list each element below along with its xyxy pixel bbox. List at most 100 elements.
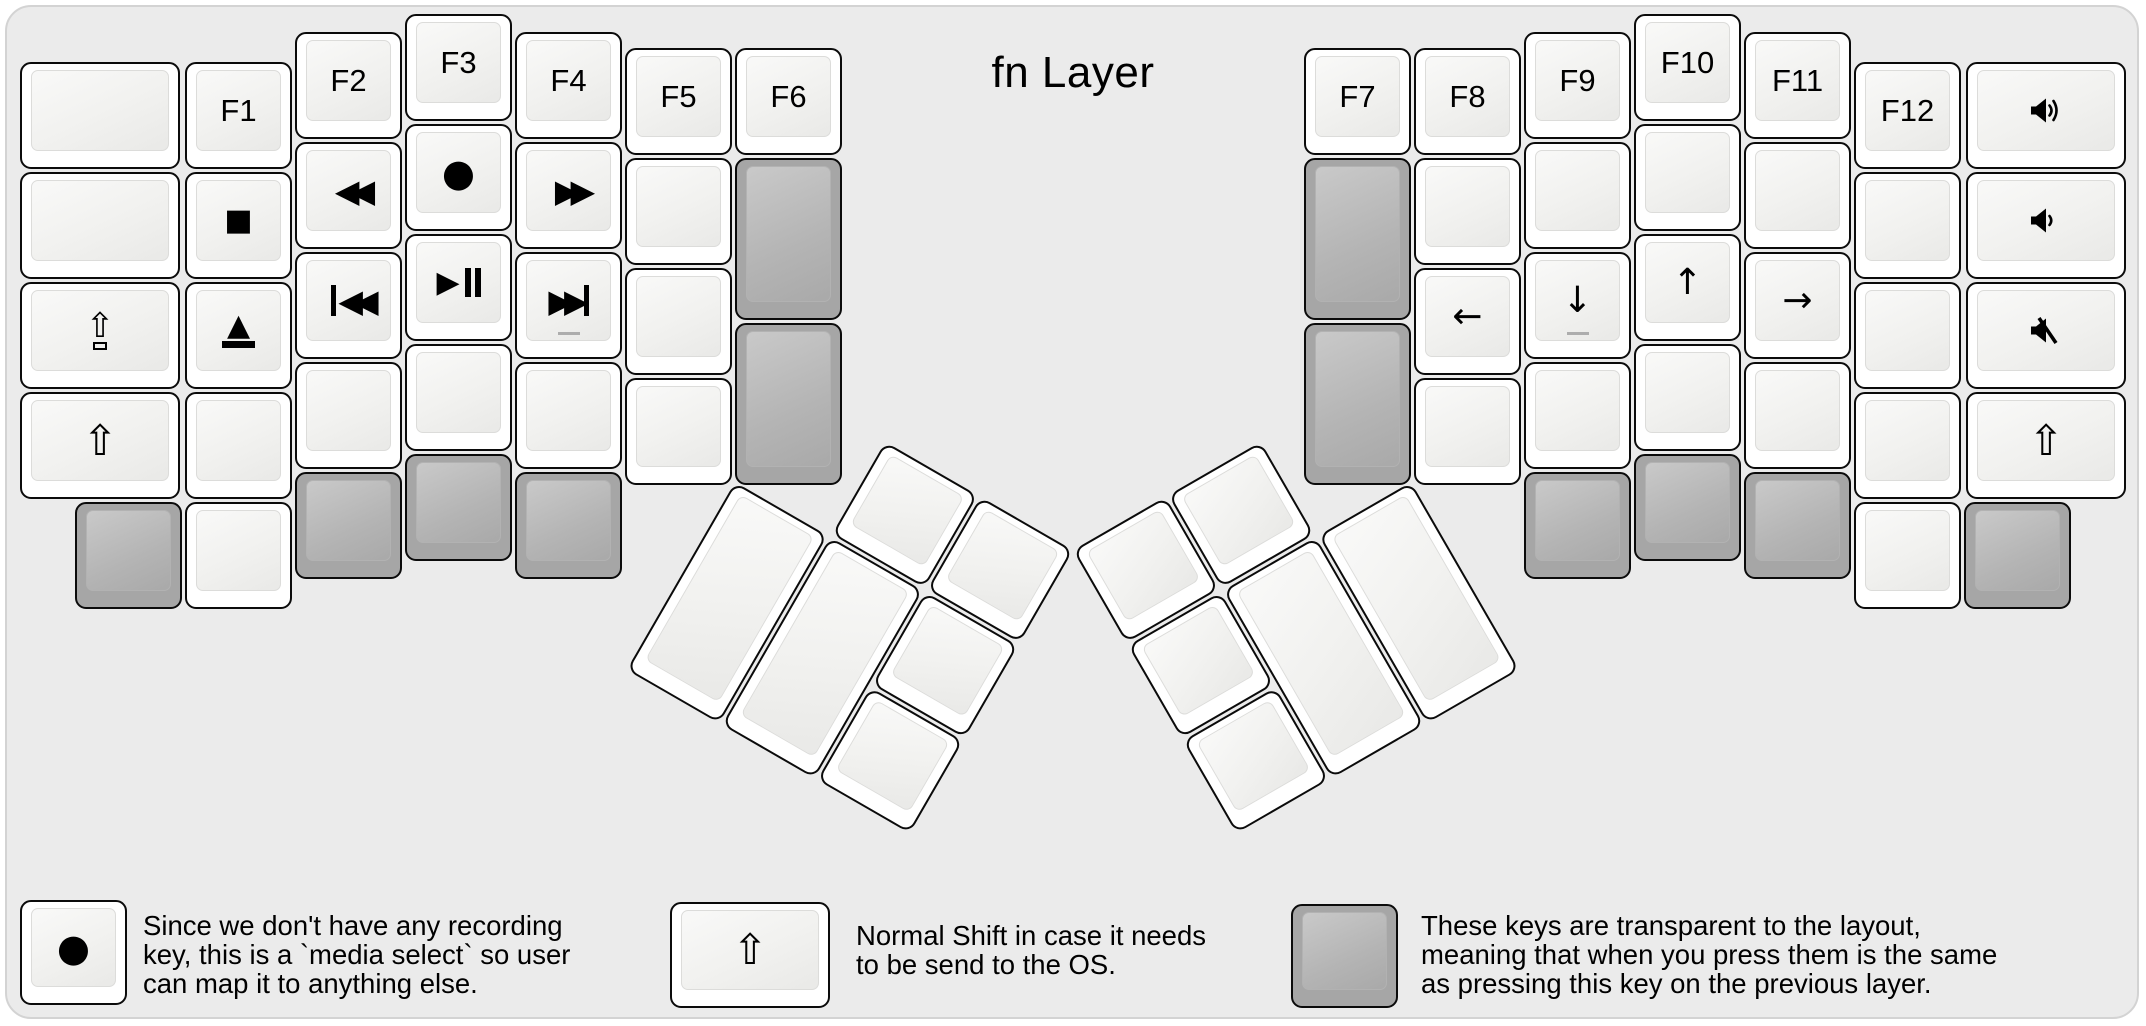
key-next[interactable]: ▶▶ (515, 252, 622, 359)
key-mute[interactable] (1966, 282, 2126, 389)
keycap-top (1865, 290, 1950, 371)
key-blank[interactable] (1414, 378, 1521, 485)
previous-track-icon: ◀◀ (331, 285, 379, 317)
key-blank[interactable] (20, 172, 180, 279)
keycap-top (1865, 180, 1950, 261)
key-rewind[interactable]: ◀◀ (295, 142, 402, 249)
keycap-top: ⇧ (681, 910, 819, 990)
key-up[interactable]: ↑ (1634, 234, 1741, 341)
key-f12[interactable]: F12 (1854, 62, 1961, 169)
key-label: F6 (770, 78, 807, 114)
keycap-top: → (1755, 260, 1840, 341)
keycap-top (196, 510, 281, 591)
key-transparent[interactable] (1964, 502, 2071, 609)
key-f4[interactable]: F4 (515, 32, 622, 139)
keycap-top: F8 (1425, 56, 1510, 137)
rewind-icon: ◀◀ (334, 171, 375, 210)
key-blank[interactable] (1634, 344, 1741, 451)
key-transparent[interactable] (1744, 472, 1851, 579)
keycap-top: ● (416, 132, 501, 213)
key-f11[interactable]: F11 (1744, 32, 1851, 139)
keycap-top: ◀◀ (306, 150, 391, 231)
key-stop[interactable]: ■ (185, 172, 292, 279)
keycap-top (1755, 480, 1840, 561)
keycap-top (86, 510, 171, 591)
key-transparent (1291, 904, 1398, 1008)
key-blank[interactable] (1744, 142, 1851, 249)
key-transparent[interactable] (295, 472, 402, 579)
caps-lock-icon: ⇧ (86, 309, 114, 351)
key-f8[interactable]: F8 (1414, 48, 1521, 155)
key-transparent[interactable] (1304, 323, 1411, 485)
key-blank[interactable] (405, 344, 512, 451)
key-prev[interactable]: ◀◀ (295, 252, 402, 359)
key-shift[interactable]: ⇧ (20, 392, 180, 499)
key-f5[interactable]: F5 (625, 48, 732, 155)
key-blank[interactable] (1634, 124, 1741, 231)
key-blank[interactable] (1524, 142, 1631, 249)
key-blank[interactable] (1744, 362, 1851, 469)
keycap-top (1302, 912, 1387, 990)
key-f2[interactable]: F2 (295, 32, 402, 139)
keycap-top: ▶ (416, 242, 501, 323)
key-transparent[interactable] (405, 454, 512, 561)
key-voldown[interactable] (1966, 172, 2126, 279)
key-blank[interactable] (20, 62, 180, 169)
keycap-top (1315, 331, 1400, 467)
key-transparent[interactable] (1524, 472, 1631, 579)
key-ff[interactable]: ▶▶ (515, 142, 622, 249)
key-transparent[interactable] (735, 158, 842, 320)
legend-line: to be send to the OS. (856, 949, 1116, 980)
key-left[interactable]: ← (1414, 268, 1521, 375)
key-f6[interactable]: F6 (735, 48, 842, 155)
key-blank[interactable] (625, 378, 732, 485)
key-blank[interactable] (1524, 362, 1631, 469)
key-transparent[interactable] (735, 323, 842, 485)
key-blank[interactable] (1854, 172, 1961, 279)
keycap-top: ● (31, 908, 116, 987)
key-blank[interactable] (625, 158, 732, 265)
legend-line: Since we don't have any recording (143, 910, 563, 941)
keycap-top (1535, 480, 1620, 561)
keycap-top (1977, 70, 2115, 151)
keycap-top (1645, 352, 1730, 433)
key-volup[interactable] (1966, 62, 2126, 169)
key-blank[interactable] (625, 268, 732, 375)
arrow-down-icon: ↓ (1562, 279, 1593, 321)
key-blank[interactable] (1854, 502, 1961, 609)
key-eject[interactable]: ▲ (185, 282, 292, 389)
key-blank[interactable] (185, 502, 292, 609)
key-caps[interactable]: ⇧ (20, 282, 180, 389)
key-blank[interactable] (185, 392, 292, 499)
keycap-top: ▲ (196, 290, 281, 371)
keycap-top (31, 70, 169, 151)
key-right[interactable]: → (1744, 252, 1851, 359)
key-transparent[interactable] (1304, 158, 1411, 320)
legend-text: These keys are transparent to the layout… (1421, 911, 1997, 998)
key-blank[interactable] (1854, 392, 1961, 499)
key-f10[interactable]: F10 (1634, 14, 1741, 121)
key-playpause[interactable]: ▶ (405, 234, 512, 341)
key-f7[interactable]: F7 (1304, 48, 1411, 155)
keycap-top: ▶▶ (526, 260, 611, 341)
key-down[interactable]: ↓ (1524, 252, 1631, 359)
key-blank[interactable] (1854, 282, 1961, 389)
key-blank[interactable] (1414, 158, 1521, 265)
key-f1[interactable]: F1 (185, 62, 292, 169)
legend-line: meaning that when you press them is the … (1421, 939, 1998, 970)
key-blank[interactable] (295, 362, 402, 469)
keycap-top (1535, 370, 1620, 451)
homing-bar-icon (1566, 332, 1589, 335)
key-blank[interactable] (515, 362, 622, 469)
key-f9[interactable]: F9 (1524, 32, 1631, 139)
keycap-top: F11 (1755, 40, 1840, 121)
key-transparent[interactable] (515, 472, 622, 579)
stop-icon: ■ (224, 202, 253, 238)
keycap-top (1975, 510, 2060, 591)
key-transparent[interactable] (75, 502, 182, 609)
key-shift[interactable]: ⇧ (1966, 392, 2126, 499)
key-f3[interactable]: F3 (405, 14, 512, 121)
key-record[interactable]: ● (405, 124, 512, 231)
arrow-right-icon: → (1782, 279, 1813, 321)
key-transparent[interactable] (1634, 454, 1741, 561)
